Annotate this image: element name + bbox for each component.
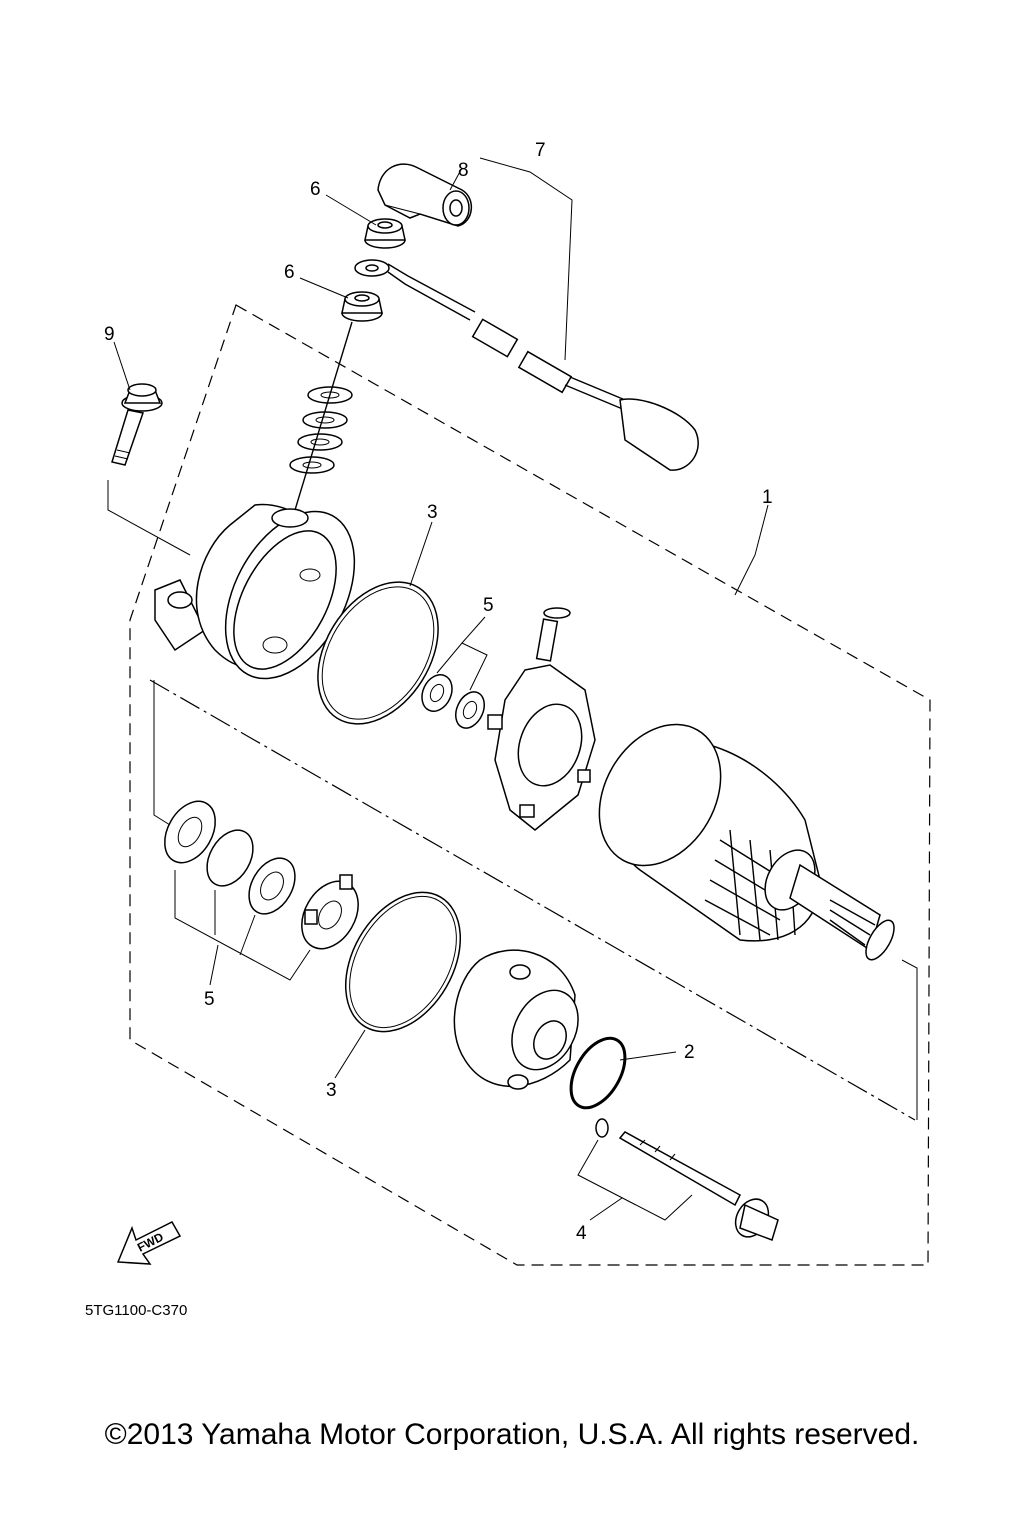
callout-5-upper: 5 <box>483 595 494 616</box>
lead-wire-part-7 <box>354 259 699 471</box>
leader-7 <box>479 157 573 361</box>
callout-3-upper: 3 <box>427 502 438 523</box>
callout-9: 9 <box>104 324 115 345</box>
callout-3-lower: 3 <box>326 1080 337 1101</box>
leader-5-lower <box>174 870 311 981</box>
o-ring-part-2 <box>569 1036 627 1110</box>
leader-1 <box>734 504 769 596</box>
callout-7: 7 <box>535 140 546 161</box>
leader-3-lower <box>334 1029 366 1079</box>
copyright-notice: ©2013 Yamaha Motor Corporation, U.S.A. A… <box>104 1418 920 1451</box>
leader-3-upper <box>409 521 433 587</box>
bolt-part-4 <box>595 1118 779 1241</box>
callout-6-lower: 6 <box>284 262 295 283</box>
washer-part-5-lower <box>164 800 359 950</box>
front-cover <box>154 503 356 680</box>
callout-2: 2 <box>684 1042 695 1063</box>
armature <box>598 723 895 961</box>
callout-6-upper: 6 <box>310 179 321 200</box>
callout-1: 1 <box>762 487 773 508</box>
leader-4 <box>577 1139 693 1221</box>
bolt-part-9 <box>111 383 163 466</box>
nut-part-6-upper <box>364 218 406 249</box>
leader-5-upper <box>436 642 488 691</box>
washer-stack <box>289 386 353 474</box>
leader-6-upper <box>325 194 377 226</box>
leader-6-lower <box>299 277 349 299</box>
bolt-leader-9 <box>107 480 191 556</box>
center-axis <box>149 679 916 1121</box>
leader-9 <box>113 341 131 391</box>
o-ring-part-3-lower <box>344 891 462 1033</box>
callout-8: 8 <box>458 160 469 181</box>
fwd-arrow-icon: FWD <box>116 1221 182 1265</box>
assembly-boundary <box>129 304 931 1266</box>
leader-8 <box>449 167 463 191</box>
washer-stack-guide <box>294 321 353 511</box>
rear-cover <box>453 949 579 1090</box>
nut-part-6-lower <box>341 291 383 322</box>
callout-4: 4 <box>576 1223 587 1244</box>
axis-bracket-right <box>901 959 918 1120</box>
axis-bracket-left <box>153 680 171 826</box>
leader-2 <box>619 1051 677 1061</box>
callout-5-lower: 5 <box>204 989 215 1010</box>
brush-holder-plate <box>487 607 596 831</box>
diagram-code: 5TG1100-C370 <box>85 1302 187 1319</box>
washer-part-5-upper <box>421 674 486 729</box>
o-ring-part-3-upper <box>317 581 439 725</box>
terminal-cap-part-8 <box>377 163 472 227</box>
